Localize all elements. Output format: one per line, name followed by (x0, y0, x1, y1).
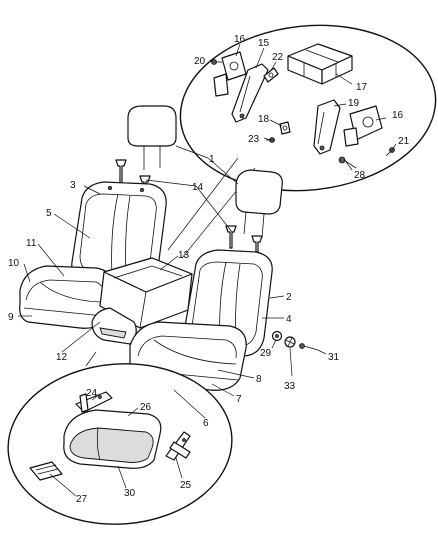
callout-16-right: 16 (392, 110, 404, 121)
callout-9: 9 (8, 312, 14, 323)
recliner-plate-left (213, 51, 247, 97)
callout-13: 13 (178, 250, 190, 261)
headrest-guide-left-a (115, 159, 127, 185)
callout-11: 11 (26, 238, 37, 249)
callout-23: 23 (248, 134, 260, 145)
washer-29 (271, 330, 283, 342)
grommet-18 (279, 121, 291, 135)
callout-15: 15 (258, 38, 270, 49)
callout-28: 28 (354, 170, 366, 181)
headrest-left (127, 105, 177, 170)
callout-5: 5 (46, 208, 52, 219)
callout-1: 1 (209, 154, 215, 165)
seat-cushion-left (19, 265, 113, 329)
callout-labels: 1 2 3 4 5 6 7 8 9 10 11 12 13 14 15 16 1… (8, 34, 410, 505)
callout-14: 14 (192, 182, 204, 193)
callout-18: 18 (258, 114, 270, 125)
recliner-plate-right (343, 105, 383, 147)
callout-29: 29 (260, 348, 272, 359)
callout-6: 6 (203, 418, 209, 429)
callout-25: 25 (180, 480, 192, 491)
callout-8: 8 (256, 374, 262, 385)
callout-2: 2 (286, 292, 292, 303)
callout-10: 10 (8, 258, 20, 269)
cushion-pad-26 (63, 409, 162, 469)
cap-33 (284, 336, 296, 348)
hinge-bracket-25 (165, 431, 191, 461)
callout-30: 30 (124, 488, 136, 499)
callout-3: 3 (70, 180, 76, 191)
bolt-28 (338, 156, 357, 169)
callout-26: 26 (140, 402, 152, 413)
hinge-bracket-24 (75, 391, 113, 413)
callout-16-upper: 16 (234, 34, 246, 45)
callout-12: 12 (56, 352, 68, 363)
back-panel-17 (287, 43, 353, 85)
callout-19: 19 (348, 98, 360, 109)
callout-22: 22 (272, 52, 284, 63)
bolt-20 (211, 59, 222, 65)
lower-leader-line (85, 351, 97, 367)
callout-20: 20 (194, 56, 206, 67)
callout-27: 27 (76, 494, 88, 505)
callout-leaders (18, 43, 397, 497)
detail-leader-line-a (167, 157, 239, 251)
callout-7: 7 (236, 394, 242, 405)
callout-31: 31 (328, 352, 340, 363)
upper-detail-ellipse (179, 24, 437, 192)
headrest-guide-right-a (225, 225, 237, 249)
callout-17: 17 (356, 82, 368, 93)
callout-24: 24 (86, 388, 98, 399)
center-armrest-console (99, 257, 193, 329)
callout-4: 4 (286, 314, 292, 325)
bolt-31 (299, 343, 319, 351)
callout-33: 33 (284, 381, 296, 392)
seatback-hinge-19 (313, 99, 341, 155)
vent-grille-27 (29, 461, 63, 481)
headrest-right (235, 169, 283, 239)
seatback-hinge-15 (231, 63, 269, 123)
callout-21: 21 (398, 136, 410, 147)
